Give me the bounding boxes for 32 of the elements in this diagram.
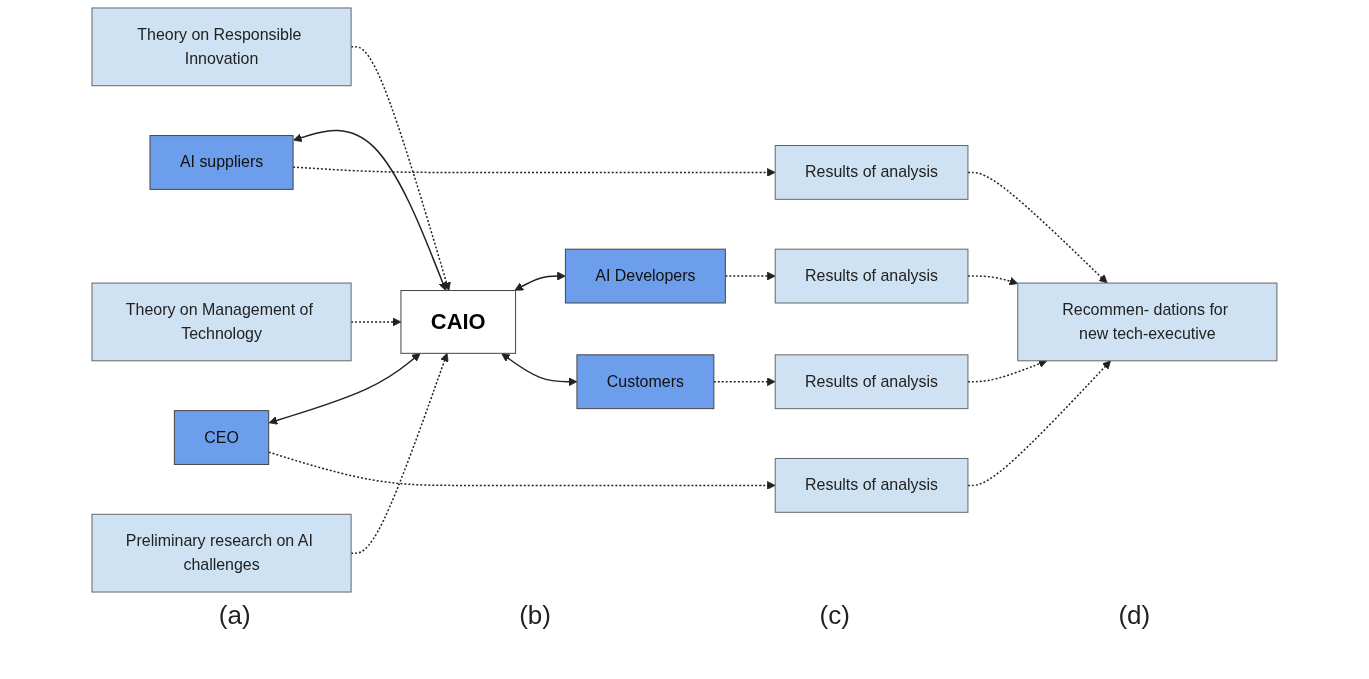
panel-label: (b) — [519, 600, 551, 631]
arrow — [350, 317, 402, 327]
node-box: CAIO — [400, 290, 517, 354]
node-box: Recommen- dations for new tech-executive — [1017, 282, 1278, 362]
arrow — [967, 275, 1019, 286]
node-box: Theory on Responsible Innovation — [91, 7, 352, 87]
node-box: Results of analysis — [774, 248, 969, 304]
arrow — [268, 451, 776, 490]
arrow — [713, 377, 776, 387]
panel-label: (a) — [218, 600, 251, 631]
arrow — [350, 46, 451, 291]
arrow — [268, 352, 421, 425]
arrow — [293, 129, 447, 291]
node-box: Customers — [576, 354, 715, 410]
arrow — [967, 360, 1112, 487]
panel-label: (d) — [1118, 600, 1151, 631]
node-box: Theory on Management of Technology — [91, 282, 352, 362]
node-box: AI suppliers — [149, 135, 294, 190]
node-box: AI Developers — [564, 248, 726, 304]
node-box: Results of analysis — [774, 457, 969, 513]
arrow — [350, 352, 449, 554]
arrow — [292, 166, 776, 177]
node-box: CEO — [173, 410, 270, 465]
node-box: Results of analysis — [774, 145, 969, 200]
arrow — [724, 271, 776, 281]
node-box: Preliminary research on AI challenges — [91, 513, 352, 593]
arrow — [967, 359, 1048, 383]
panel-label: (c) — [819, 600, 850, 631]
node-box: Results of analysis — [774, 354, 969, 410]
arrow — [514, 271, 566, 291]
arrow — [967, 171, 1108, 284]
arrow — [501, 353, 578, 387]
